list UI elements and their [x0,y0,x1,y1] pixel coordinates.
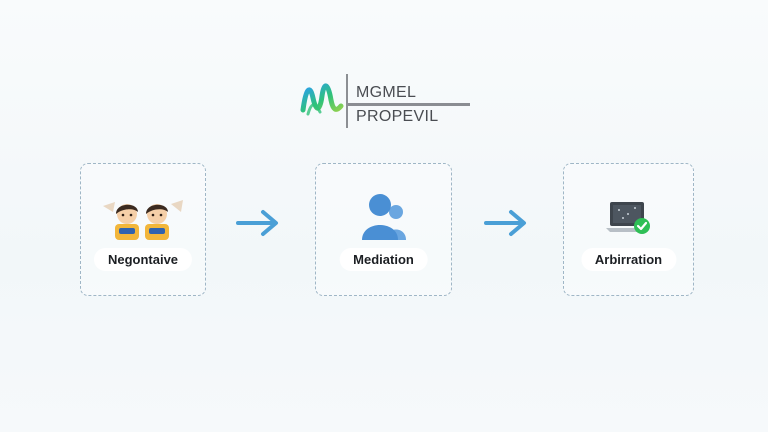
logo-divider [346,74,348,128]
step-card-arbitration: Arbirration [563,163,694,296]
brand-logo: MGMEL PROPEVIL [300,72,472,130]
logo-text-bottom: PROPEVIL [356,108,439,125]
right-arrow-icon [484,210,526,236]
step-card-mediation: Mediation [315,163,452,296]
step-label-arbitration: Arbirration [580,248,677,271]
step-label-mediation: Mediation [339,248,428,271]
step-card-negotiation: Negontaive [80,163,206,296]
logo-rule [348,103,470,106]
person-group-icon [361,194,406,240]
two-people-talking-icon [103,200,183,240]
logo-text-top: MGMEL [356,84,417,101]
step-label-negotiation: Negontaive [93,248,193,271]
wave-m-logo-icon [300,83,344,116]
laptop-checkmark-icon [605,202,650,234]
right-arrow-icon [236,210,278,236]
